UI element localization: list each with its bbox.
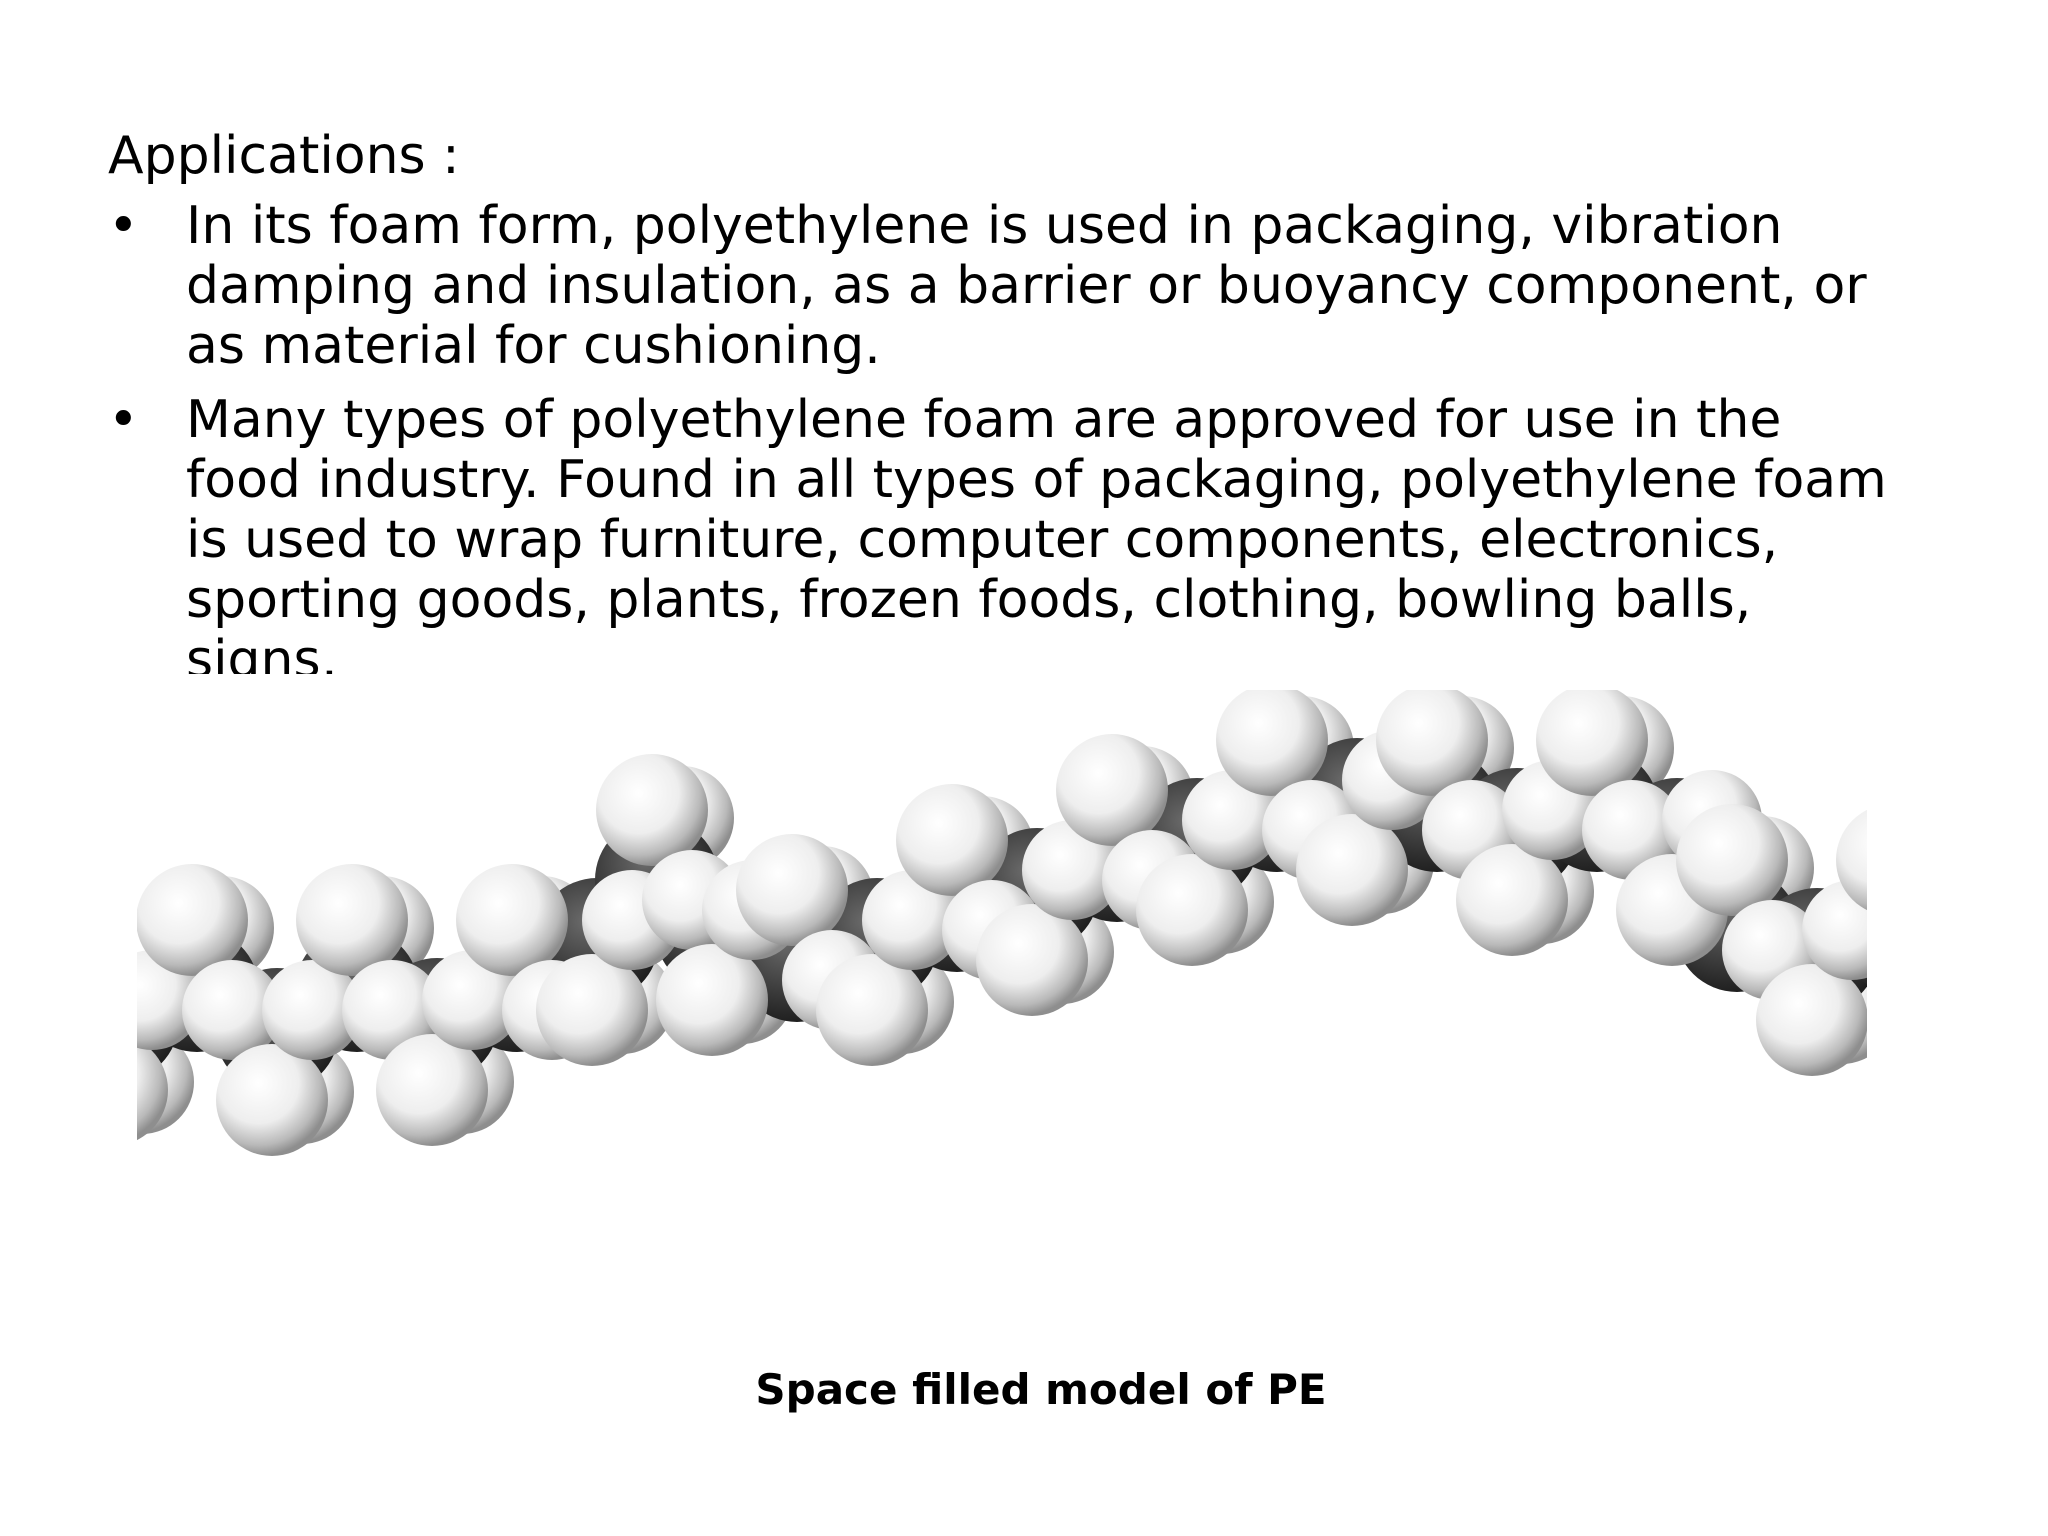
hydrogen-atom bbox=[1756, 964, 1867, 1076]
hydrogen-atom bbox=[1582, 780, 1682, 880]
hydrogen-atom bbox=[976, 904, 1088, 1016]
hydrogen-atom bbox=[1296, 814, 1408, 926]
hydrogen-atom bbox=[736, 834, 848, 946]
hydrogen-atom bbox=[1836, 809, 1867, 911]
hydrogen-atom bbox=[1022, 820, 1122, 920]
figure-caption: Space filled model of PE bbox=[755, 1365, 1327, 1414]
hydrogen-atom bbox=[262, 960, 362, 1060]
hydrogen-atom bbox=[422, 950, 522, 1050]
bullet-marker: • bbox=[108, 390, 139, 450]
bullet-item: • In its foam form, polyethylene is used… bbox=[108, 196, 1908, 376]
space-filled-molecule-illustration bbox=[137, 690, 1867, 1156]
bullet-text: In its foam form, polyethylene is used i… bbox=[186, 196, 1867, 376]
hydrogen-atom bbox=[296, 864, 408, 976]
hydrogen-atom bbox=[1802, 880, 1867, 980]
hydrogen-atom bbox=[376, 1034, 488, 1146]
bullet-marker: • bbox=[108, 196, 139, 256]
hydrogen-atom bbox=[596, 754, 708, 866]
hydrogen-atom bbox=[656, 944, 768, 1056]
hydrogen-atom bbox=[896, 784, 1008, 896]
hydrogen-atom bbox=[137, 1039, 168, 1141]
molecule-model-image bbox=[137, 690, 1867, 1220]
bullet-item: • Many types of polyethylene foam are ap… bbox=[108, 390, 1908, 674]
hydrogen-atom bbox=[1536, 690, 1648, 796]
bullet-text: Many types of polyethylene foam are appr… bbox=[186, 390, 1887, 674]
hydrogen-atom bbox=[342, 960, 442, 1060]
hydrogen-atom bbox=[1216, 690, 1328, 796]
slide-heading: Applications : bbox=[108, 126, 460, 186]
hydrogen-atom bbox=[216, 1044, 328, 1156]
hydrogen-atom bbox=[816, 954, 928, 1066]
hydrogen-atom bbox=[1676, 804, 1788, 916]
hydrogen-atom bbox=[862, 870, 962, 970]
hydrogen-atom bbox=[1456, 844, 1568, 956]
hydrogen-atom bbox=[456, 864, 568, 976]
bullet-list: • In its foam form, polyethylene is used… bbox=[108, 196, 1908, 674]
hydrogen-atom bbox=[1136, 854, 1248, 966]
hydrogen-atom bbox=[1182, 770, 1282, 870]
hydrogen-atom bbox=[182, 960, 282, 1060]
hydrogen-atom bbox=[137, 864, 248, 976]
hydrogen-atom bbox=[536, 954, 648, 1066]
hydrogen-atom bbox=[1376, 690, 1488, 796]
hydrogen-atom bbox=[1056, 734, 1168, 846]
